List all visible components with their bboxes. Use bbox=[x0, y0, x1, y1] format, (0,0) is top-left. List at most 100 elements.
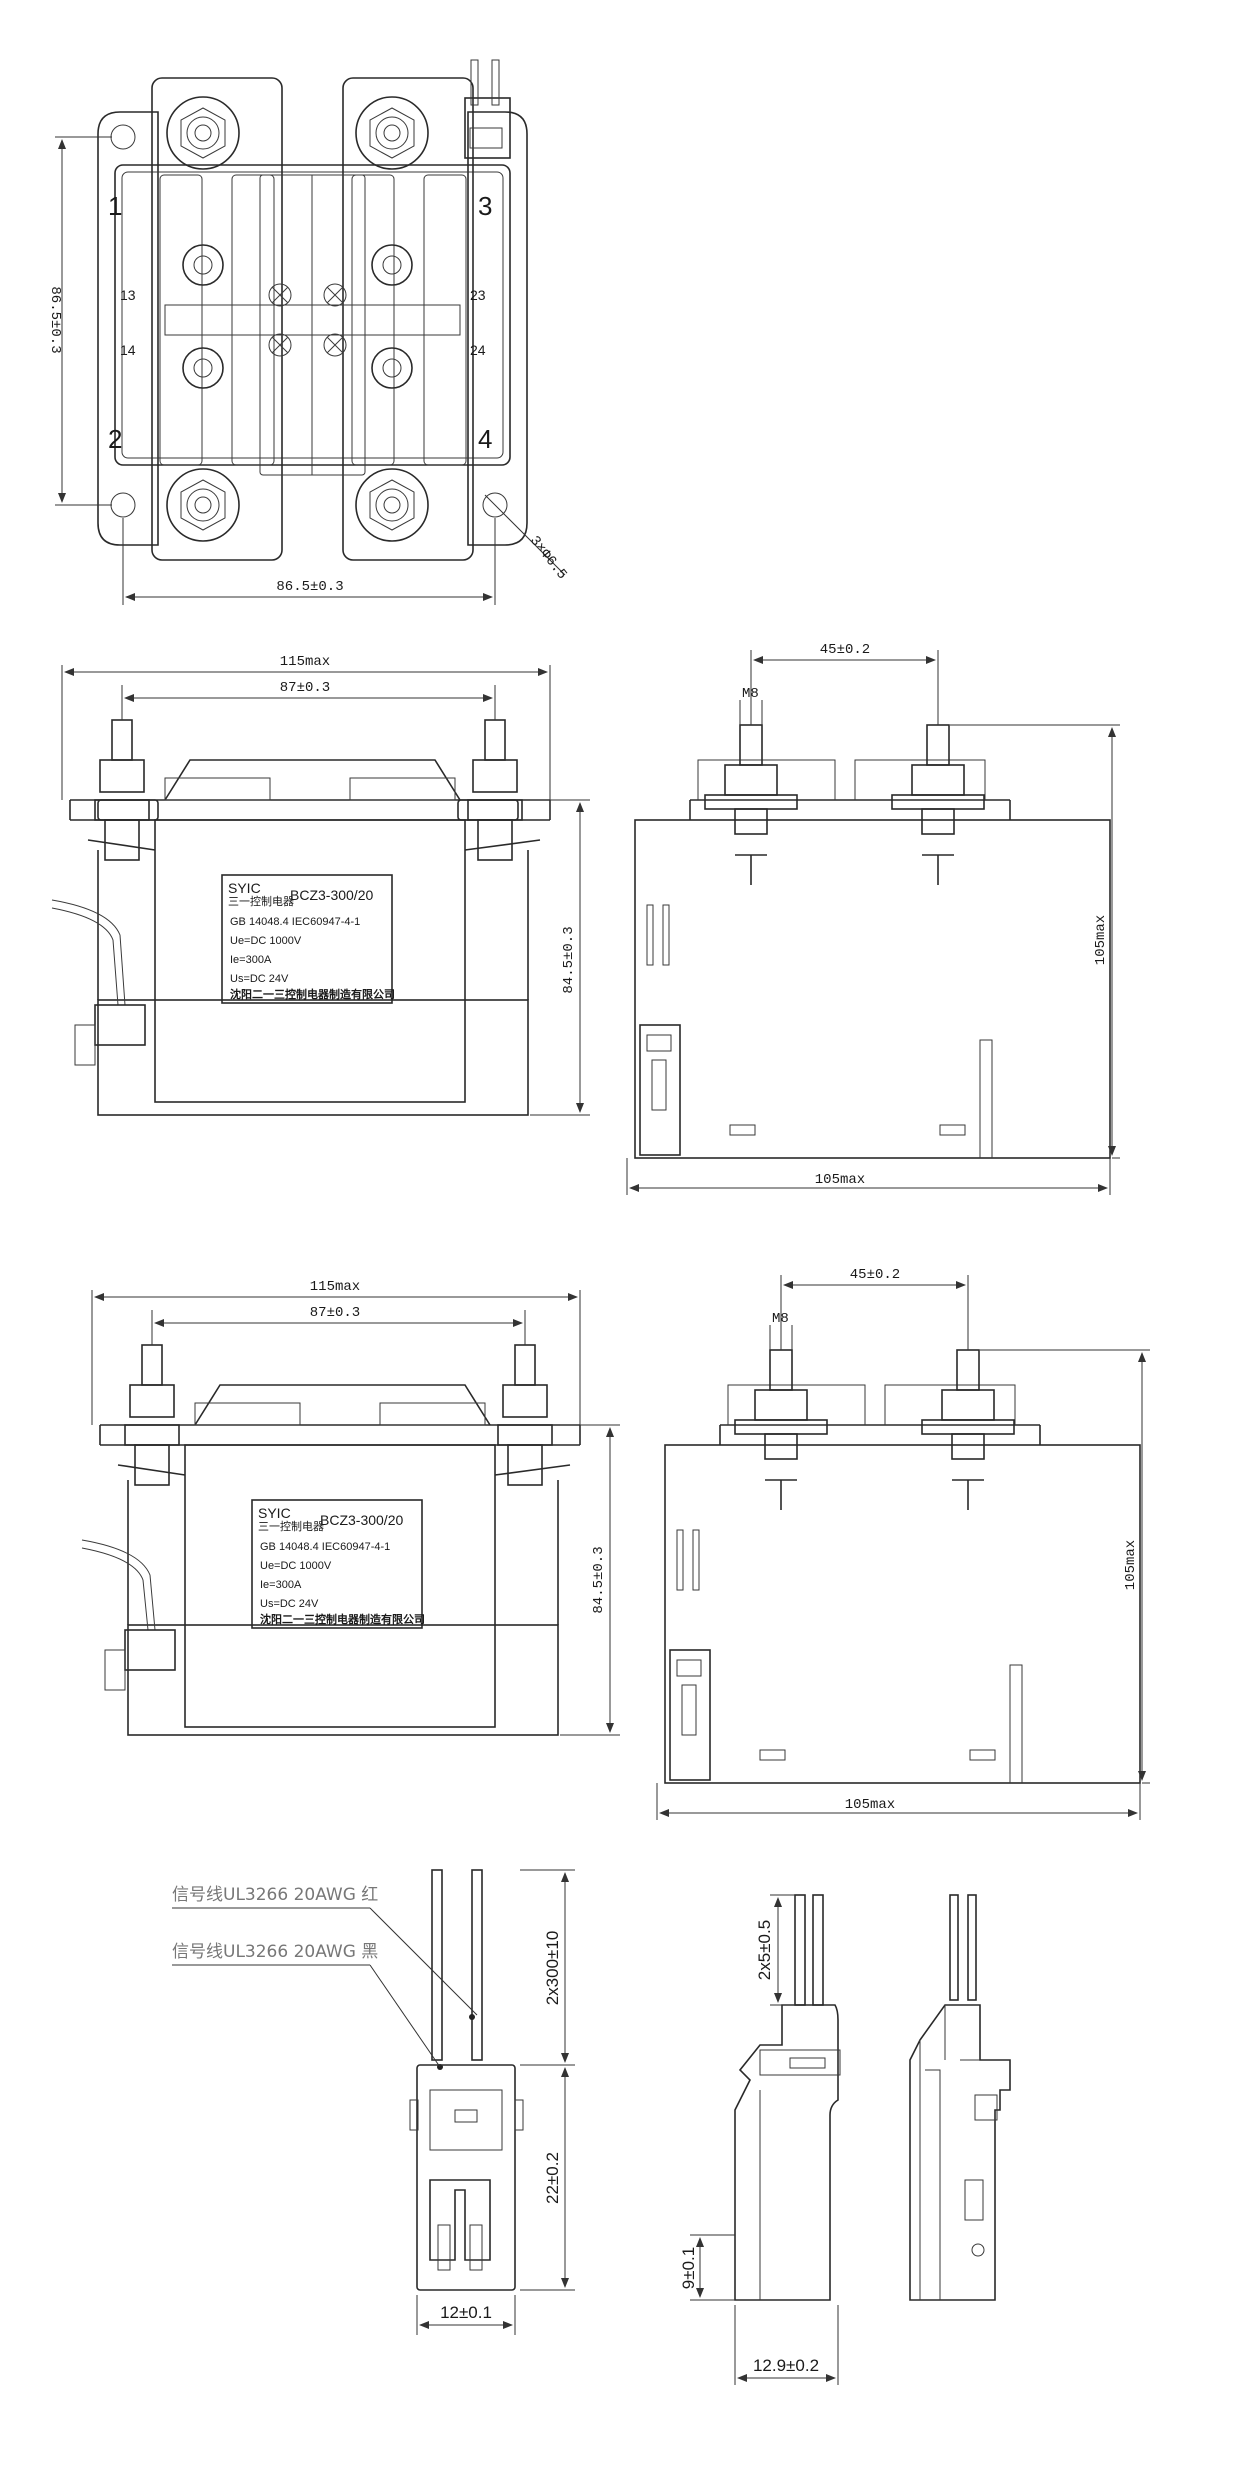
model-number: BCZ3-300/20 bbox=[320, 1512, 403, 1528]
relay-housing bbox=[184, 1444, 496, 1728]
brand-logo: SYIC bbox=[228, 880, 261, 896]
contact-number: 23 bbox=[470, 287, 486, 303]
nameplate: SYIC 三一控制电器 BCZ3-300/20 GB 14048.4 IEC60… bbox=[251, 1499, 425, 1629]
wire bbox=[471, 1869, 483, 2061]
right-flange bbox=[467, 111, 528, 546]
dim-body-width: 12±0.1 bbox=[440, 2303, 492, 2322]
terminal-stud bbox=[467, 719, 523, 861]
dim-width: 86.5±0.3 bbox=[276, 579, 343, 595]
connector-side: 2x5±0.5 9±0.1 12.9±0.2 bbox=[679, 1894, 841, 2385]
contact-number: 14 bbox=[120, 342, 136, 358]
dim-height: 84.5±0.3 bbox=[591, 1546, 607, 1613]
wire bbox=[812, 1894, 824, 2006]
connector-side-alt bbox=[909, 1894, 1011, 2301]
left-flange bbox=[97, 111, 159, 546]
manufacturer: 沈阳二一三控制电器制造有限公司 bbox=[260, 1612, 425, 1626]
brand-sub: 三一控制电器 bbox=[228, 894, 294, 908]
dim-holes: 3×Φ6.5 bbox=[526, 533, 570, 583]
wire bbox=[949, 1894, 959, 2001]
dim-height: 86.5±0.3 bbox=[47, 286, 63, 353]
mount-hole bbox=[110, 124, 136, 150]
dim-width: 105max bbox=[815, 1172, 865, 1188]
dim-wire-length: 2x300±10 bbox=[543, 1931, 562, 2006]
relay-housing-side bbox=[634, 819, 1111, 1159]
coil-plug-side bbox=[639, 1024, 681, 1156]
coil-post bbox=[371, 347, 413, 389]
terminal-stud bbox=[497, 1344, 553, 1486]
coil-post bbox=[182, 244, 224, 286]
terminal-number: 2 bbox=[108, 424, 122, 454]
terminal-nut bbox=[166, 468, 240, 542]
base-plate bbox=[127, 1624, 559, 1736]
coil-plug-side bbox=[94, 1004, 146, 1046]
wire-red-label: 信号线UL3266 20AWG 红 bbox=[172, 1885, 378, 1905]
terminal-number: 3 bbox=[478, 191, 492, 221]
connector-front: 信号线UL3266 20AWG 红 信号线UL3266 20AWG 黑 2x30… bbox=[172, 1869, 575, 2335]
terminal-tower-left bbox=[151, 77, 283, 561]
rated-voltage: Ue=DC 1000V bbox=[230, 935, 302, 947]
contact-number: 13 bbox=[120, 287, 136, 303]
coil-voltage: Us=DC 24V bbox=[260, 1598, 319, 1610]
dim-width: 105max bbox=[845, 1797, 895, 1813]
dim-pitch: 45±0.2 bbox=[850, 1267, 900, 1283]
side-view-2: 45±0.2 M8 105max 105max bbox=[656, 1267, 1150, 1820]
side-view-1: 45±0.2 M8 105max 105max bbox=[626, 642, 1120, 1195]
wire bbox=[967, 1894, 977, 2001]
connector-body-side bbox=[734, 2004, 839, 2301]
dim-height: 105max bbox=[1123, 1540, 1139, 1590]
nameplate: SYIC 三一控制电器 BCZ3-300/20 GB 14048.4 IEC60… bbox=[221, 874, 395, 1004]
dim-thread: M8 bbox=[742, 686, 759, 702]
terminal-stud bbox=[734, 1349, 828, 1510]
coil-post bbox=[371, 244, 413, 286]
dim-total: 115max bbox=[310, 1279, 360, 1295]
brand-sub: 三一控制电器 bbox=[258, 1519, 324, 1533]
terminal-stud bbox=[704, 724, 798, 885]
standard-text: GB 14048.4 IEC60947-4-1 bbox=[230, 916, 360, 928]
terminal-stud bbox=[891, 724, 985, 885]
rated-current: Ie=300A bbox=[230, 954, 272, 966]
standard-text: GB 14048.4 IEC60947-4-1 bbox=[260, 1541, 390, 1553]
coil-plug-side bbox=[124, 1629, 176, 1671]
top-view: 1 2 3 4 13 14 23 24 86.5±0.3 86.5±0.3 3×… bbox=[47, 59, 570, 605]
dim-pitch: 45±0.2 bbox=[820, 642, 870, 658]
relay-housing-side bbox=[664, 1444, 1141, 1784]
terminal-nut bbox=[166, 96, 240, 170]
rated-voltage: Ue=DC 1000V bbox=[260, 1560, 332, 1572]
screw-icon bbox=[323, 283, 347, 307]
mount-hole bbox=[482, 492, 508, 518]
rated-current: Ie=300A bbox=[260, 1579, 302, 1591]
dim-pitch: 87±0.3 bbox=[280, 680, 330, 696]
wire bbox=[431, 1869, 443, 2061]
front-view-2: SYIC 三一控制电器 BCZ3-300/20 GB 14048.4 IEC60… bbox=[81, 1279, 620, 1736]
wire-black-label: 信号线UL3266 20AWG 黑 bbox=[172, 1942, 378, 1962]
coil-plug bbox=[464, 97, 511, 159]
dim-height: 105max bbox=[1093, 915, 1109, 965]
contact-number: 24 bbox=[470, 342, 486, 358]
terminal-nut bbox=[355, 468, 429, 542]
dim-latch: 9±0.1 bbox=[679, 2247, 698, 2289]
relay-housing bbox=[154, 819, 466, 1103]
terminal-tower-right bbox=[342, 77, 474, 561]
manufacturer: 沈阳二一三控制电器制造有限公司 bbox=[230, 987, 395, 1001]
screw-icon bbox=[323, 333, 347, 357]
dim-pitch: 87±0.3 bbox=[310, 1305, 360, 1321]
terminal-number: 4 bbox=[478, 424, 492, 454]
coil-plug-side bbox=[669, 1649, 711, 1781]
model-number: BCZ3-300/20 bbox=[290, 887, 373, 903]
front-view-1: SYIC 三一控制电器 BCZ3-300/20 GB 14048.4 IEC60… bbox=[51, 654, 590, 1116]
screw-icon bbox=[268, 333, 292, 357]
connector-body-side bbox=[909, 2004, 1011, 2301]
dim-body-height: 22±0.2 bbox=[543, 2152, 562, 2204]
terminal-stud bbox=[124, 1344, 180, 1486]
dim-side-width: 12.9±0.2 bbox=[753, 2356, 819, 2375]
wire bbox=[794, 1894, 806, 2006]
base-plate bbox=[97, 999, 529, 1116]
terminal-number: 1 bbox=[108, 191, 122, 221]
dim-height: 84.5±0.3 bbox=[561, 926, 577, 993]
terminal-stud bbox=[94, 719, 150, 861]
center-bar bbox=[164, 304, 461, 336]
terminal-nut bbox=[355, 96, 429, 170]
dim-total: 115max bbox=[280, 654, 330, 670]
coil-post bbox=[182, 347, 224, 389]
mount-hole bbox=[110, 492, 136, 518]
